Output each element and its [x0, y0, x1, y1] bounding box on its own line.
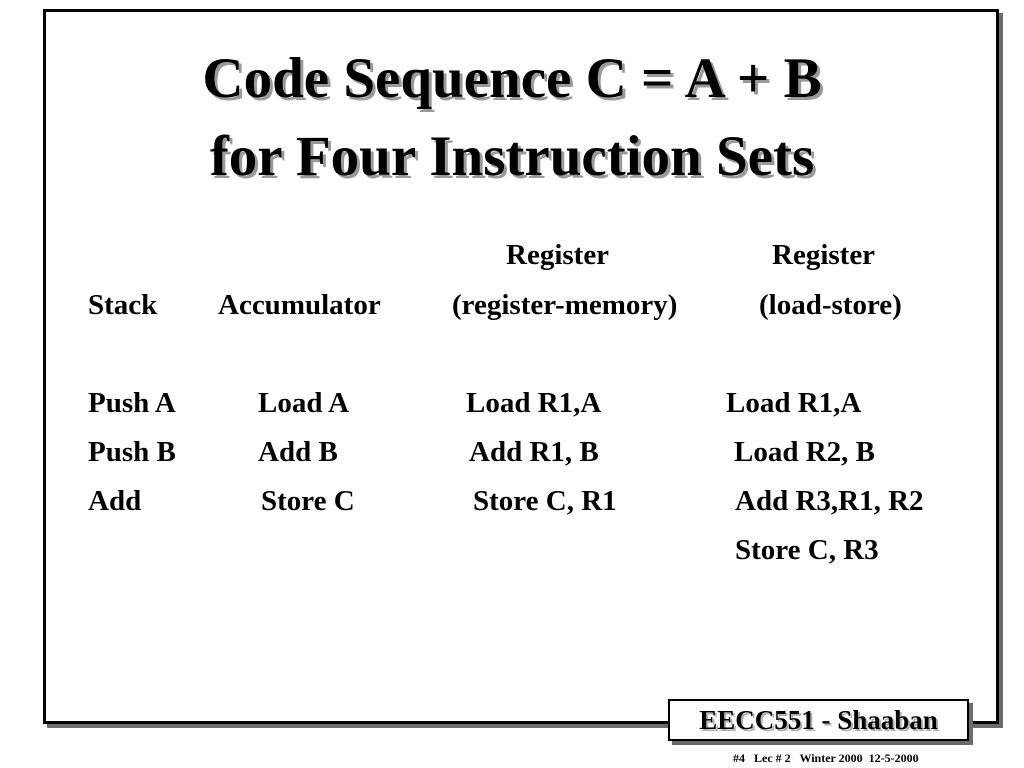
accumulator-instruction-1: Load A: [258, 387, 350, 419]
header-register-memory-line1: Register: [506, 239, 610, 271]
header-load-store-line2: (load-store): [759, 289, 902, 321]
stack-instruction-3: Add: [88, 485, 142, 517]
slide-title-line-2: for Four Instruction Sets: [209, 125, 815, 188]
stack-instruction-2: Push B: [88, 436, 176, 468]
register-memory-instruction-1: Load R1,A: [466, 387, 602, 419]
load-store-instruction-1: Load R1,A: [726, 387, 862, 419]
register-memory-instruction-3: Store C, R1: [473, 485, 617, 517]
slide-frame: [43, 9, 999, 724]
header-stack: Stack: [88, 289, 158, 321]
load-store-instruction-3: Add R3,R1, R2: [735, 485, 924, 517]
slide-title-line-1: Code Sequence C = A + B: [202, 47, 822, 110]
register-memory-instruction-2: Add R1, B: [469, 436, 599, 468]
lecture-footer-note: #4 Lec # 2 Winter 2000 12-5-2000: [733, 751, 919, 765]
header-register-memory-line2: (register-memory): [452, 289, 678, 321]
accumulator-instruction-3: Store C: [261, 485, 355, 517]
header-load-store-line1: Register: [772, 239, 876, 271]
header-accumulator: Accumulator: [218, 289, 381, 321]
accumulator-instruction-2: Add B: [258, 436, 338, 468]
load-store-instruction-2: Load R2, B: [734, 436, 876, 468]
load-store-instruction-4: Store C, R3: [735, 534, 879, 566]
course-footer-box: EECC551 - Shaaban: [668, 699, 969, 741]
stack-instruction-1: Push A: [88, 387, 176, 419]
